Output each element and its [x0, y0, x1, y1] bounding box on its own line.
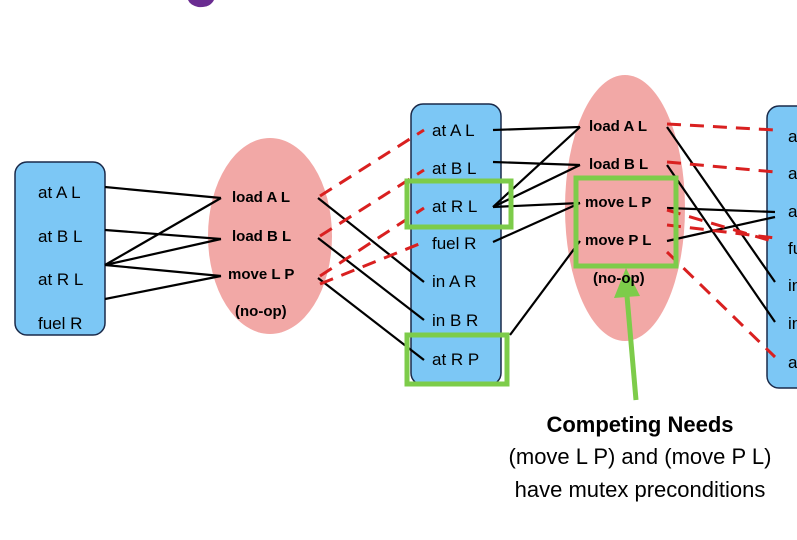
state-level-0-box	[14, 161, 106, 336]
s2-label-5: in	[788, 276, 797, 295]
s2-label-1: a	[788, 127, 797, 146]
a1-move-l-p: move L P	[585, 194, 652, 211]
state-level-2-box	[766, 105, 797, 389]
s2-label-3: a	[788, 202, 797, 221]
a1-move-p-l: move P L	[585, 232, 652, 249]
s2-label-4: fu	[788, 239, 797, 258]
highlight-boxes	[404, 175, 679, 387]
annotation-title: Competing Needs	[546, 412, 734, 437]
action-level-0-ellipse	[208, 138, 332, 334]
annotation-arrow-head	[614, 268, 640, 298]
action-level-1-ellipse	[565, 75, 685, 341]
highlight-at-r-l	[404, 178, 514, 230]
links-state0-action0	[104, 185, 222, 301]
a1-load-a-l: load A L	[589, 118, 648, 135]
s1-at-r-l: at R L	[432, 197, 478, 216]
s1-at-r-p: at R P	[432, 350, 480, 369]
s0-at-b-l: at B L	[38, 227, 83, 246]
annotation-arrow-shaft	[624, 295, 639, 401]
a1-load-b-l: load B L	[589, 156, 649, 173]
links-state1-action1	[492, 125, 581, 336]
s0-fuel-r: fuel R	[38, 314, 83, 333]
s2-label-6: in	[788, 314, 797, 333]
s1-at-b-l: at B L	[432, 159, 477, 178]
annotation-line-2: have mutex preconditions	[514, 477, 766, 502]
mutex-links	[319, 122, 777, 359]
s1-at-a-l: at A L	[432, 121, 475, 140]
a0-move-l-p: move L P	[228, 266, 295, 283]
a0-load-b-l: load B L	[232, 228, 292, 245]
title-fragment	[188, 0, 214, 8]
s0-at-r-l: at R L	[38, 270, 84, 289]
annotation-line-1: (move L P) and (move P L)	[508, 444, 772, 469]
s1-fuel-r: fuel R	[432, 234, 477, 253]
highlight-move-actions	[573, 175, 679, 269]
links-action1-state2	[666, 126, 776, 323]
s1-in-b-r: in B R	[432, 311, 479, 330]
s2-label-2: a	[788, 164, 797, 183]
highlight-at-r-p	[404, 332, 510, 387]
a0-load-a-l: load A L	[232, 189, 291, 206]
s1-in-a-r: in A R	[432, 272, 477, 291]
s0-at-a-l: at A L	[38, 183, 81, 202]
a0-no-op: (no-op)	[235, 303, 287, 320]
s2-label-7: a	[788, 353, 797, 372]
a1-no-op: (no-op)	[593, 270, 645, 287]
